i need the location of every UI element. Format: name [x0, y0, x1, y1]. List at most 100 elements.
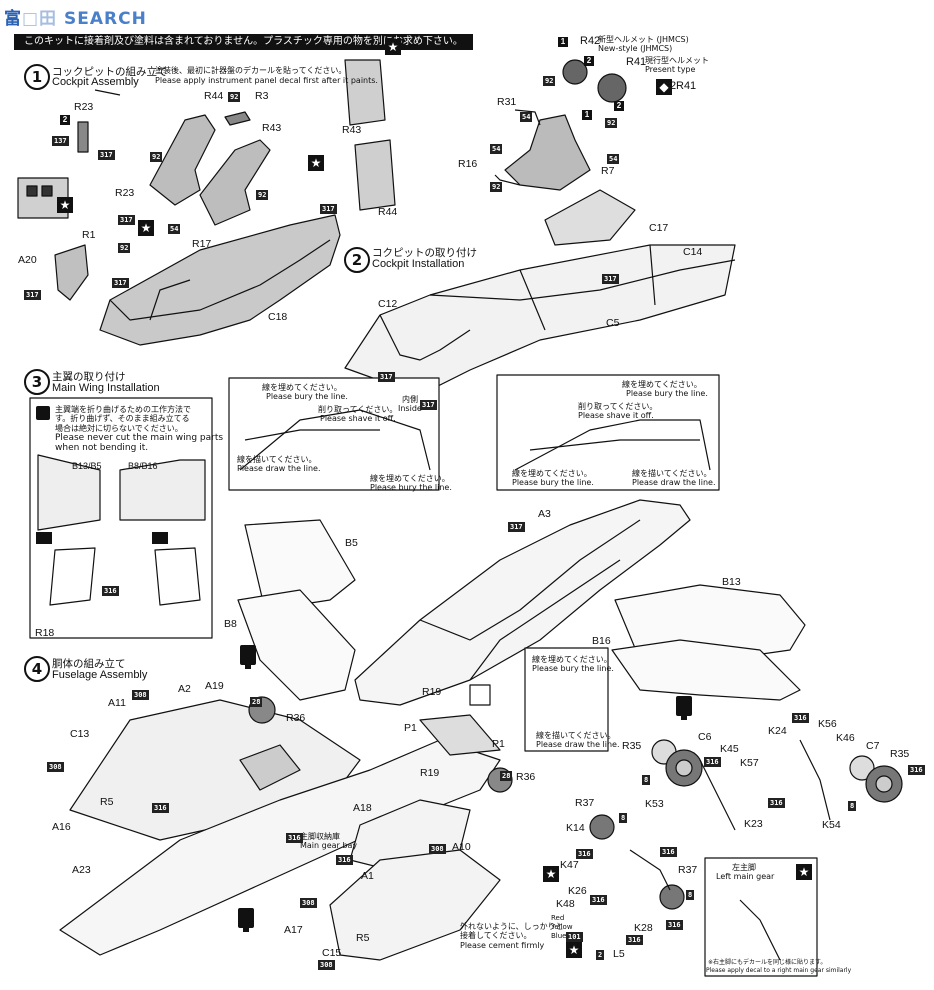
part-label: A17 — [284, 924, 303, 936]
note-bury-jp: 線を埋めてください。 — [622, 380, 702, 389]
paint-code: 308 — [429, 844, 446, 854]
paint-code: 308 — [132, 690, 149, 700]
part-label: R19 — [422, 686, 442, 698]
part-label: C5 — [606, 317, 620, 329]
note-helmet-present-jp: 現行型ヘルメット — [645, 56, 709, 65]
number-tag: 1 — [582, 110, 592, 120]
step-title-en: Main Wing Installation — [52, 382, 160, 394]
part-label: R18 — [35, 627, 55, 639]
paint-code: 316 — [152, 803, 169, 813]
note-wing-en2: when not bending it. — [55, 443, 149, 453]
part-label: R35 — [890, 748, 910, 760]
note-wing-jp1: 主翼端を折り曲げるための工作方法です。折り曲げず、そのまま組み立てる — [55, 405, 191, 423]
part-label: R43 — [342, 124, 362, 136]
note-bury-jp: 線を埋めてください。 — [262, 383, 342, 392]
part-label: B16 — [592, 635, 611, 647]
step-title-jp: コックピットの組み立て — [52, 66, 168, 78]
paint-code: 54 — [168, 224, 181, 234]
note-inside-jp: 内側 — [402, 395, 418, 404]
note-decal-jp: 塗装後、最初に計器盤のデカールを貼ってください。 — [155, 66, 347, 75]
step-number: 4 — [24, 656, 50, 682]
cement-icon — [676, 696, 692, 720]
step-title-en: Fuselage Assembly — [52, 669, 148, 681]
note-leftgear-jp: 左主脚 — [732, 863, 756, 872]
paint-code: 317 — [378, 372, 395, 382]
part-label: B13/B5 — [72, 461, 102, 471]
step-title-en: Cockpit Assembly — [52, 76, 139, 88]
note-bury-en: Please bury the line. — [512, 478, 594, 487]
note-wing-jp2: 場合は絶対に切らないでください。 — [55, 424, 183, 433]
part-label: C6 — [698, 731, 712, 743]
paint-code: 92 — [543, 76, 556, 86]
paint-code: 308 — [318, 960, 335, 970]
part-label: A1 — [361, 870, 374, 882]
part-label: R37 — [678, 864, 698, 876]
cut-icon — [152, 532, 168, 544]
paint-code: 317 — [112, 278, 129, 288]
part-label: R23 — [115, 187, 135, 199]
part-label: K23 — [744, 818, 763, 830]
paint-code: 28 — [250, 697, 263, 707]
step-number: 3 — [24, 369, 50, 395]
paint-code: 54 — [520, 112, 533, 122]
paint-code: 317 — [320, 204, 337, 214]
notice-banner: このキットに接着剤及び塗料は含まれておりません。プラスチック専用の物を別にお求め… — [14, 34, 473, 50]
paint-code: 137 — [52, 136, 69, 146]
part-label: K48 — [556, 898, 575, 910]
part-label: L5 — [613, 948, 625, 960]
header-bar: 富□田 SEARCH このキットに接着剤及び塗料は含まれておりません。プラスチッ… — [0, 0, 934, 50]
star-icon: ★ — [57, 197, 73, 213]
note-shave-jp: 削り取ってください。 — [578, 402, 658, 411]
part-label: B8/B16 — [128, 461, 158, 471]
step-title-jp: 主翼の取り付け — [52, 371, 126, 383]
part-label: K56 — [818, 718, 837, 730]
note-bury-jp: 線を埋めてください。 — [512, 469, 592, 478]
paint-code: 316 — [576, 849, 593, 859]
note-color-list: Red Yellow Blue — [551, 914, 573, 940]
part-label: A3 — [538, 508, 551, 520]
paint-code: 92 — [228, 92, 241, 102]
part-label: R16 — [458, 158, 478, 170]
note-helmet-new-jp: 新型ヘルメット (JHMCS) — [598, 35, 689, 44]
star-icon: ★ — [385, 39, 401, 55]
part-label: R31 — [497, 96, 517, 108]
note-draw-jp: 線を描いてください。 — [536, 731, 616, 740]
paint-code: 92 — [256, 190, 269, 200]
paint-code: 92 — [118, 243, 131, 253]
paint-code: 308 — [300, 898, 317, 908]
part-label: C13 — [70, 728, 90, 740]
paint-code: 317 — [602, 274, 619, 284]
part-label: K14 — [566, 822, 585, 834]
note-bury-en: Please bury the line. — [532, 664, 614, 673]
paint-code: 316 — [660, 847, 677, 857]
part-label: B13 — [722, 576, 741, 588]
paint-code: 316 — [336, 855, 353, 865]
note-draw-en: Please draw the line. — [237, 464, 321, 473]
note-draw-en: Please draw the line. — [632, 478, 716, 487]
part-label: R35 — [622, 740, 642, 752]
part-label: R36 — [286, 712, 306, 724]
step-title-jp: 胴体の組み立て — [52, 658, 126, 670]
part-label: K26 — [568, 885, 587, 897]
part-label: B8 — [224, 618, 237, 630]
number-tag: 2 — [614, 101, 624, 111]
cement-icon — [240, 645, 256, 669]
paint-code: 316 — [626, 935, 643, 945]
part-label: C15 — [322, 947, 342, 959]
paint-code: 317 — [24, 290, 41, 300]
paint-code: 316 — [768, 798, 785, 808]
part-label: R17 — [192, 238, 212, 250]
step-number: 1 — [24, 64, 50, 90]
paint-code: 8 — [848, 801, 857, 811]
note-leftgear-en: Left main gear — [716, 872, 775, 881]
part-label: A20 — [18, 254, 37, 266]
part-label: K54 — [822, 819, 841, 831]
part-label: C14 — [683, 246, 703, 258]
paint-code: 92 — [150, 152, 163, 162]
part-label: A11 — [108, 697, 126, 709]
note-gearbay-en: Main gear bay — [300, 841, 358, 850]
part-label: C7 — [866, 740, 880, 752]
paint-code: 92 — [490, 182, 503, 192]
number-tag: 2 — [584, 56, 594, 66]
